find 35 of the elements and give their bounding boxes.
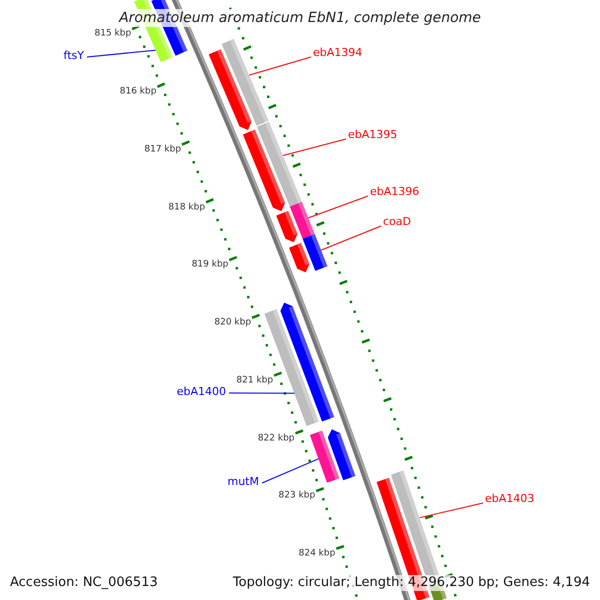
gene-label: ebA1400 bbox=[176, 385, 226, 399]
gene-feature bbox=[280, 302, 334, 422]
gene-label: coaD bbox=[383, 215, 411, 229]
gene-label: ftsY bbox=[64, 49, 84, 63]
scale-label: 815 kbp bbox=[94, 28, 132, 40]
leader-line bbox=[228, 392, 295, 394]
scale-label: 816 kbp bbox=[120, 86, 156, 98]
gene-feature bbox=[302, 234, 328, 271]
gene-feature bbox=[310, 430, 340, 483]
scale-label: 823 kbp bbox=[278, 490, 316, 502]
scale-label: 817 kbp bbox=[144, 144, 182, 156]
gene-feature bbox=[257, 122, 302, 207]
gene-feature bbox=[242, 130, 285, 212]
gene-label: mutM bbox=[228, 475, 259, 489]
gene-feature bbox=[276, 210, 298, 242]
leader-line bbox=[308, 196, 368, 218]
scale-label: 824 kbp bbox=[298, 548, 336, 560]
gene-label: ebA1403 bbox=[485, 492, 534, 506]
scale-label: 818 kbp bbox=[168, 202, 206, 214]
gene-label: ebA1394 bbox=[313, 46, 362, 60]
leader-line bbox=[419, 502, 484, 518]
gene-feature bbox=[290, 202, 315, 239]
scale-label: 819 kbp bbox=[192, 260, 228, 271]
gene-feature bbox=[289, 242, 310, 272]
gene-label: ebA1395 bbox=[348, 128, 398, 142]
scale-label: 820 kbp bbox=[214, 318, 252, 329]
gene-label: ebA1396 bbox=[370, 185, 420, 199]
gene-feature bbox=[328, 429, 356, 480]
scale-label: 822 kbp bbox=[258, 433, 294, 444]
scale-label: 821 kbp bbox=[236, 375, 274, 386]
gene-feature bbox=[208, 49, 252, 130]
gene-feature bbox=[222, 38, 269, 126]
leader-line bbox=[282, 138, 346, 156]
genome-info: Accession: NC_006513 bbox=[8, 575, 160, 591]
leader-line bbox=[248, 56, 312, 76]
